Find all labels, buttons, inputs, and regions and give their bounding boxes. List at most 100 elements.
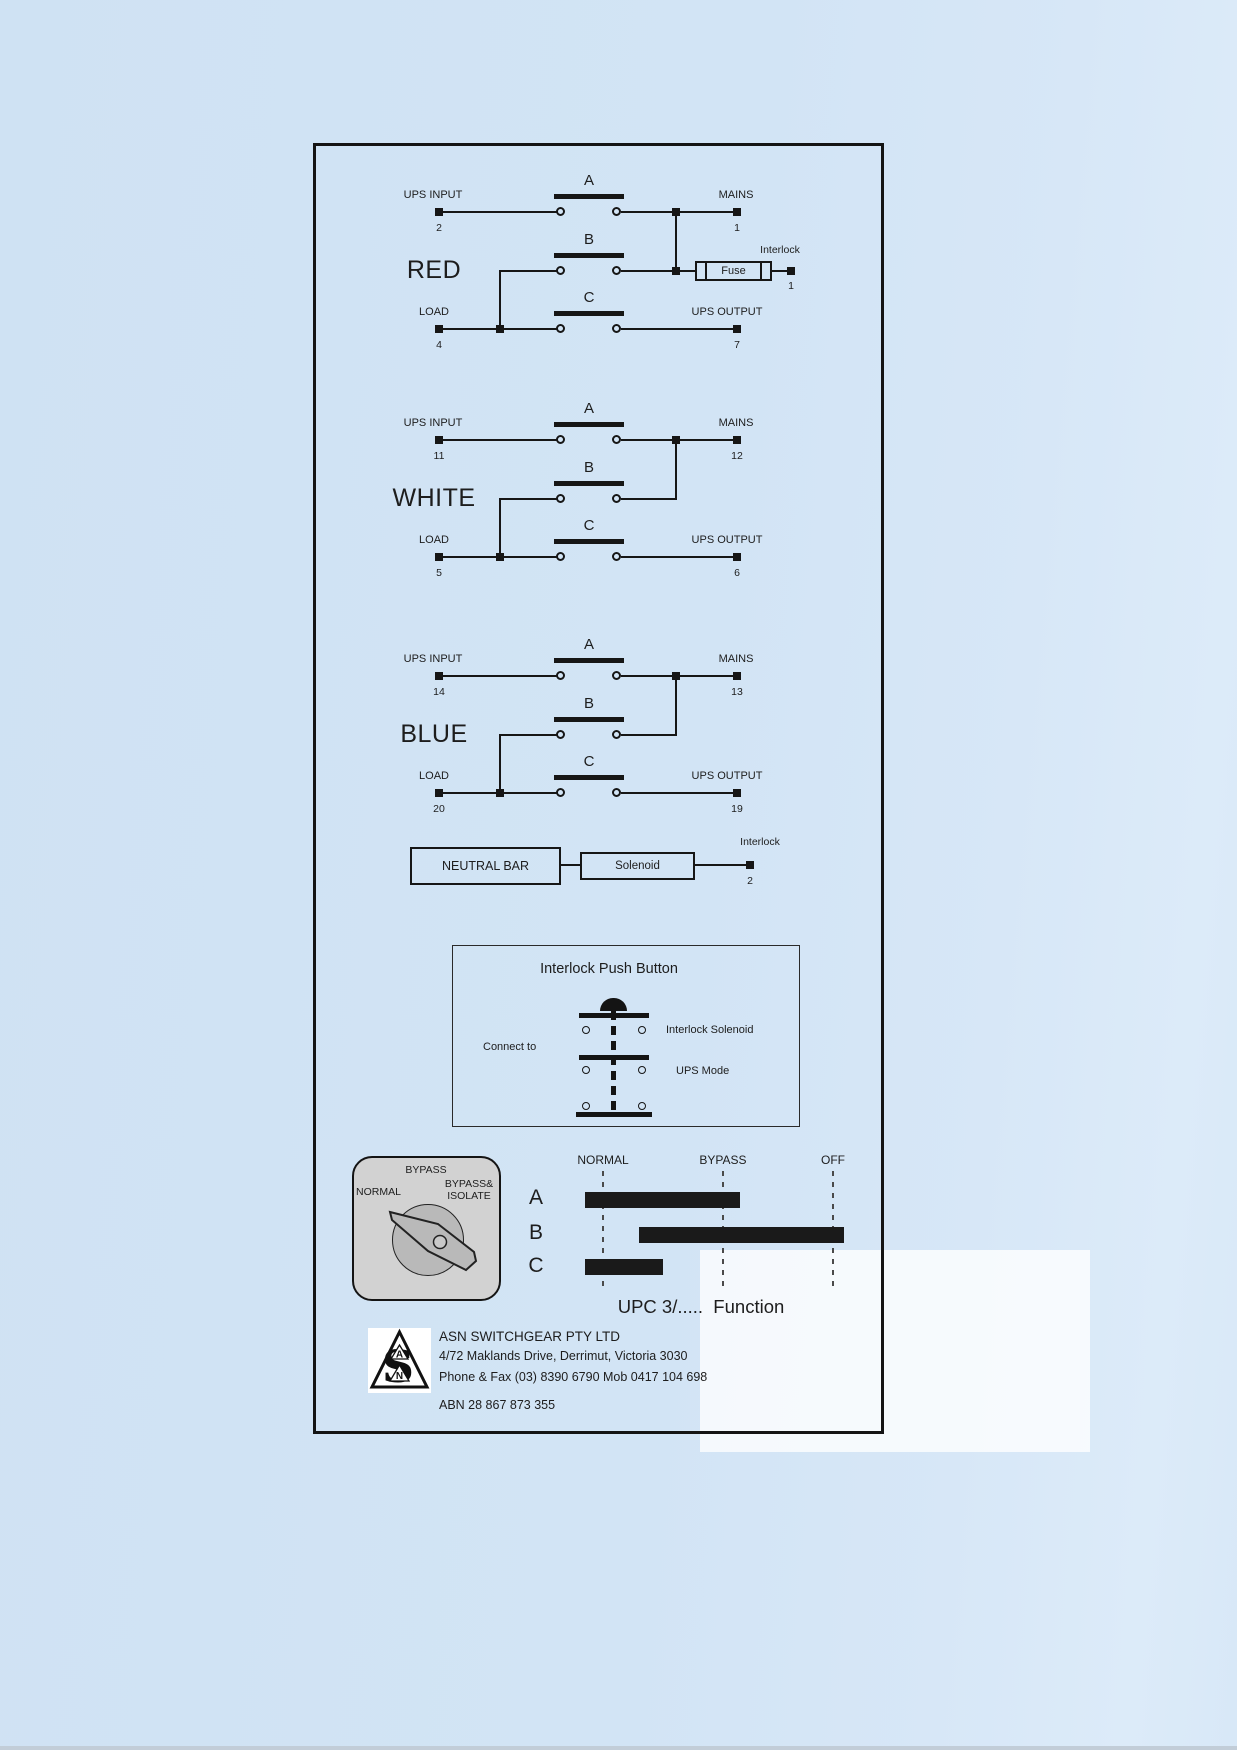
asn-logo-graphic: S A N xyxy=(369,1328,430,1393)
ups-output-label: UPS OUTPUT xyxy=(691,306,763,318)
phase-name: WHITE xyxy=(392,484,476,512)
chart-row-c: C xyxy=(528,1254,544,1277)
contact-circle xyxy=(556,435,565,444)
phase-name: RED xyxy=(406,256,462,284)
push-button-bar xyxy=(579,1055,649,1060)
wire xyxy=(499,734,501,794)
rotary-bypass-isolate-line1: BYPASS& xyxy=(444,1178,494,1190)
terminal-mains xyxy=(733,436,741,444)
contact-circle xyxy=(556,266,565,275)
switch-a-bar xyxy=(554,194,624,199)
contact-circle xyxy=(556,207,565,216)
terminal-interlock xyxy=(787,267,795,275)
company-abn: ABN 28 867 873 355 xyxy=(439,1398,556,1412)
contact-circle xyxy=(582,1026,590,1034)
switch-b-label: B xyxy=(583,459,594,476)
function-bar-a xyxy=(585,1192,740,1208)
rotary-bypass-isolate-line2: ISOLATE xyxy=(447,1190,491,1202)
wire xyxy=(499,498,501,558)
connect-to-label: Connect to xyxy=(483,1041,537,1053)
company-logo: S A N xyxy=(368,1328,431,1393)
wire xyxy=(621,734,677,736)
terminal-number: 1 xyxy=(788,280,794,292)
wire xyxy=(561,864,580,866)
switch-c-bar xyxy=(554,539,624,544)
contact-circle xyxy=(556,671,565,680)
function-bar-c xyxy=(585,1259,663,1275)
wire xyxy=(675,212,677,272)
terminal-ups-output xyxy=(733,789,741,797)
chart-col-off: OFF xyxy=(821,1153,845,1167)
interlock-label: Interlock xyxy=(760,244,800,256)
company-address: 4/72 Maklands Drive, Derrimut, Victoria … xyxy=(439,1349,688,1363)
mains-label: MAINS xyxy=(718,417,754,429)
rotary-switch-panel: BYPASS NORMAL BYPASS& ISOLATE xyxy=(352,1156,501,1301)
contact-circle xyxy=(582,1066,590,1074)
phase-name: BLUE xyxy=(400,720,468,748)
wire xyxy=(439,439,557,441)
solenoid-label: Solenoid xyxy=(615,860,660,872)
contact-circle xyxy=(638,1102,646,1110)
terminal-load xyxy=(435,325,443,333)
rotary-handle-graphic xyxy=(388,1210,478,1272)
rotary-bypass-isolate-label: BYPASS& ISOLATE xyxy=(438,1178,500,1202)
contact-circle xyxy=(612,552,621,561)
junction-dot xyxy=(672,267,680,275)
wire xyxy=(675,676,677,736)
fuse-box: Fuse xyxy=(695,261,772,281)
logo-small-triangle xyxy=(389,1343,410,1360)
terminal-number: 2 xyxy=(747,875,753,887)
interlock-push-button-box: Interlock Push Button Interlock Solenoid… xyxy=(452,945,800,1127)
contact-circle xyxy=(612,324,621,333)
interlock-solenoid-label: Interlock Solenoid xyxy=(666,1024,754,1036)
contact-circle xyxy=(638,1026,646,1034)
phase-section-red: A UPS INPUT MAINS 2 1 B RED xyxy=(316,146,887,361)
terminal-number: 1 xyxy=(734,222,740,234)
page-bottom-edge xyxy=(0,1746,1237,1750)
neutral-bar-box: NEUTRAL BAR xyxy=(410,847,561,885)
wire xyxy=(621,270,695,272)
rotary-bypass-label: BYPASS xyxy=(405,1164,447,1176)
load-label: LOAD xyxy=(419,770,449,782)
junction-dot xyxy=(496,553,504,561)
push-button-bar xyxy=(579,1013,649,1018)
push-button-bar xyxy=(576,1112,652,1117)
contact-circle xyxy=(556,324,565,333)
wire xyxy=(499,270,501,330)
terminal-number: 20 xyxy=(433,803,445,815)
junction-dot xyxy=(496,325,504,333)
switch-b-bar xyxy=(554,481,624,486)
push-button-stem xyxy=(611,1011,616,1114)
ups-mode-label: UPS Mode xyxy=(676,1065,730,1077)
fuse-cap xyxy=(705,263,707,279)
wire xyxy=(621,792,737,794)
wire xyxy=(439,675,557,677)
logo-small-triangle xyxy=(388,1363,411,1382)
fuse-label: Fuse xyxy=(721,265,746,277)
contact-circle xyxy=(556,730,565,739)
wire xyxy=(621,498,677,500)
terminal-number: 2 xyxy=(436,222,442,234)
contact-circle xyxy=(612,788,621,797)
wire xyxy=(499,498,557,500)
contact-circle xyxy=(556,788,565,797)
contact-circle xyxy=(582,1102,590,1110)
wire xyxy=(772,270,787,272)
chart-col-normal: NORMAL xyxy=(577,1153,629,1167)
switch-a-bar xyxy=(554,658,624,663)
switch-a-bar xyxy=(554,422,624,427)
junction-dot xyxy=(496,789,504,797)
function-caption: UPC 3/..... Function xyxy=(617,1296,785,1317)
ups-input-label: UPS INPUT xyxy=(403,653,463,665)
contact-circle xyxy=(612,730,621,739)
phase-section-blue: A UPS INPUT MAINS 14 13 B BLUE C LOAD xyxy=(316,610,887,825)
chart-row-a: A xyxy=(528,1186,543,1209)
mains-label: MAINS xyxy=(718,189,754,201)
terminal-load xyxy=(435,553,443,561)
diagram-border-box: A UPS INPUT MAINS 2 1 B RED xyxy=(313,143,884,1434)
ups-output-label: UPS OUTPUT xyxy=(691,534,763,546)
chart-row-b: B xyxy=(528,1221,543,1244)
contact-circle xyxy=(612,207,621,216)
terminal-number: 7 xyxy=(734,339,740,351)
